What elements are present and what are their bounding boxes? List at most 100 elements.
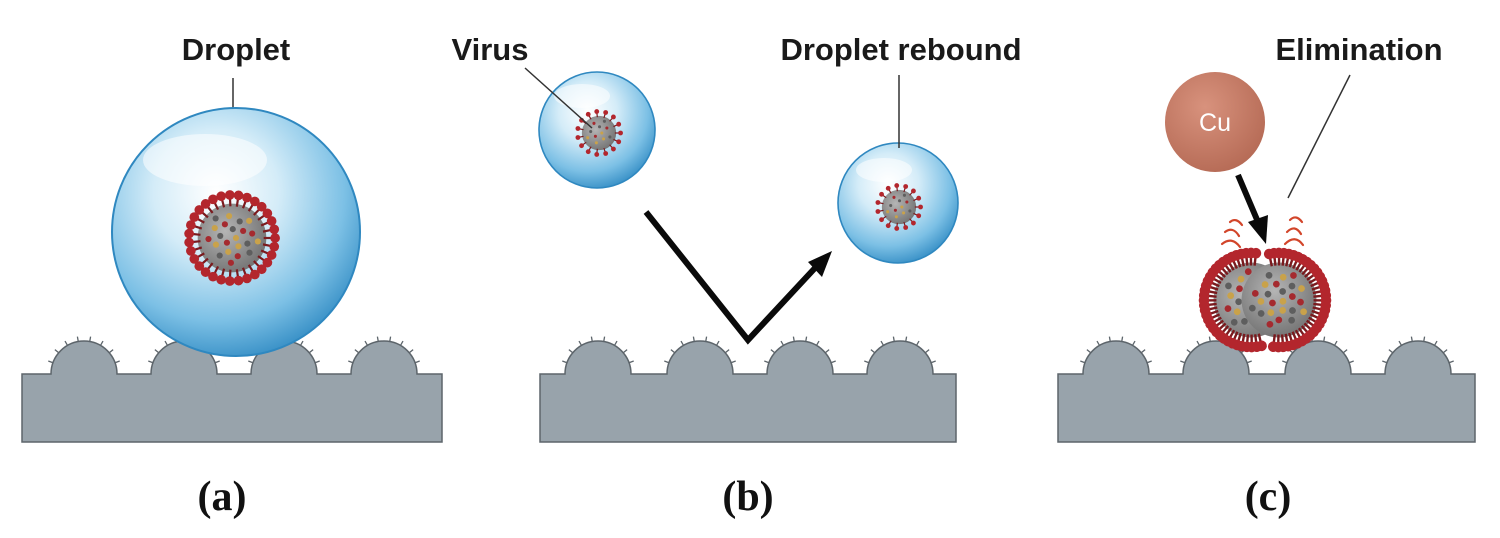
virus-protein xyxy=(1297,298,1304,306)
virus-protein xyxy=(1257,310,1265,317)
virus-spike xyxy=(224,276,235,286)
arrow-icon xyxy=(643,210,832,345)
virus-protein xyxy=(1233,308,1241,316)
nano-spike xyxy=(1423,336,1426,342)
virus-protein xyxy=(240,227,247,234)
virus-spike xyxy=(616,121,622,127)
nano-spike xyxy=(578,340,583,346)
nano-spike xyxy=(414,360,420,364)
virus-protein xyxy=(212,215,219,222)
virus-protein xyxy=(1261,281,1269,288)
virus-protein xyxy=(902,193,906,197)
substrate-body xyxy=(539,340,957,443)
nano-spike xyxy=(408,349,414,354)
nano-spike xyxy=(930,360,936,364)
nano-spike xyxy=(1208,336,1211,342)
nano-spike xyxy=(248,360,254,364)
virus-protein xyxy=(235,243,242,250)
nano-spike xyxy=(1382,360,1388,364)
virus-protein xyxy=(1279,297,1287,305)
nano-spike xyxy=(805,336,808,342)
virus-protein xyxy=(593,134,597,138)
virus-spike xyxy=(879,191,884,197)
nano-spike xyxy=(89,336,92,342)
virus-protein xyxy=(601,137,606,141)
nano-spike xyxy=(76,336,79,342)
nano-spike xyxy=(924,349,930,354)
nano-spike xyxy=(590,336,593,342)
virus-spike xyxy=(266,250,277,260)
virus-protein xyxy=(901,211,906,215)
nano-spike xyxy=(348,360,354,364)
virus-spike xyxy=(194,261,205,271)
virus-spike xyxy=(903,225,909,230)
virus-protein xyxy=(1230,318,1238,326)
nano-spike xyxy=(1333,340,1338,346)
virus-protein xyxy=(1298,285,1305,292)
nano-spike xyxy=(364,340,369,346)
virus-spike xyxy=(875,209,881,214)
virus-protein xyxy=(236,218,243,225)
virus-icon xyxy=(1198,247,1332,353)
nano-spike xyxy=(1086,349,1092,354)
nano-spike xyxy=(1131,340,1136,346)
substrate-body xyxy=(21,340,443,443)
virus-spike xyxy=(903,184,909,189)
virus-protein xyxy=(889,203,893,208)
virus-protein xyxy=(1251,290,1259,297)
nano-spike xyxy=(613,340,618,346)
nano-spike xyxy=(214,360,220,364)
virus-protein xyxy=(234,253,241,260)
caption-b: (b) xyxy=(722,474,773,520)
virus-spike xyxy=(186,246,196,256)
virus-spike xyxy=(911,188,916,194)
virus-spike xyxy=(594,109,600,114)
virus-protein xyxy=(221,221,228,228)
virus-spike xyxy=(233,275,244,286)
virus-protein xyxy=(1300,308,1307,316)
spark-icon xyxy=(1220,216,1305,249)
virus-spike xyxy=(885,185,891,191)
virus-spike xyxy=(194,205,205,215)
virus-protein xyxy=(217,232,224,240)
nano-spike xyxy=(64,340,69,346)
virus-spike xyxy=(256,264,267,275)
virus-spike xyxy=(249,269,260,280)
nano-spike xyxy=(792,336,795,342)
virus-spike xyxy=(216,274,227,285)
nano-spike xyxy=(1410,336,1413,342)
nano-spike xyxy=(1186,349,1192,354)
panel-b: Virus Droplet rebound (b) xyxy=(452,32,1022,520)
virus-protein xyxy=(886,210,890,214)
virus-protein xyxy=(249,230,256,237)
virus-spike xyxy=(616,139,622,145)
label-virus: Virus xyxy=(452,32,529,67)
virus-core xyxy=(1241,262,1317,338)
virus-protein xyxy=(1265,271,1273,279)
virus-protein xyxy=(908,209,912,213)
virus-protein xyxy=(211,224,218,232)
virus-spike xyxy=(216,191,227,202)
virus-protein xyxy=(905,200,909,204)
nano-spike xyxy=(1348,360,1354,364)
virus-spike xyxy=(262,208,273,219)
nano-spike xyxy=(692,336,695,342)
virus-spike xyxy=(603,151,609,156)
elimination-leader-line xyxy=(1287,74,1351,199)
virus-protein xyxy=(1248,304,1256,312)
nano-spike xyxy=(399,340,404,346)
virus-protein xyxy=(244,240,251,247)
virus-spike xyxy=(208,271,218,282)
virus-spike xyxy=(585,149,591,155)
virus-protein xyxy=(1224,305,1232,312)
virus-core xyxy=(881,189,917,225)
nano-spike xyxy=(730,360,736,364)
virus-protein xyxy=(232,234,240,242)
virus-spike xyxy=(200,199,211,209)
nano-spike xyxy=(724,349,730,354)
virus-protein xyxy=(1279,288,1286,295)
virus-protein xyxy=(1288,316,1296,324)
virus-spike xyxy=(618,130,623,136)
virus-protein xyxy=(894,215,898,219)
nano-spike xyxy=(670,349,676,354)
